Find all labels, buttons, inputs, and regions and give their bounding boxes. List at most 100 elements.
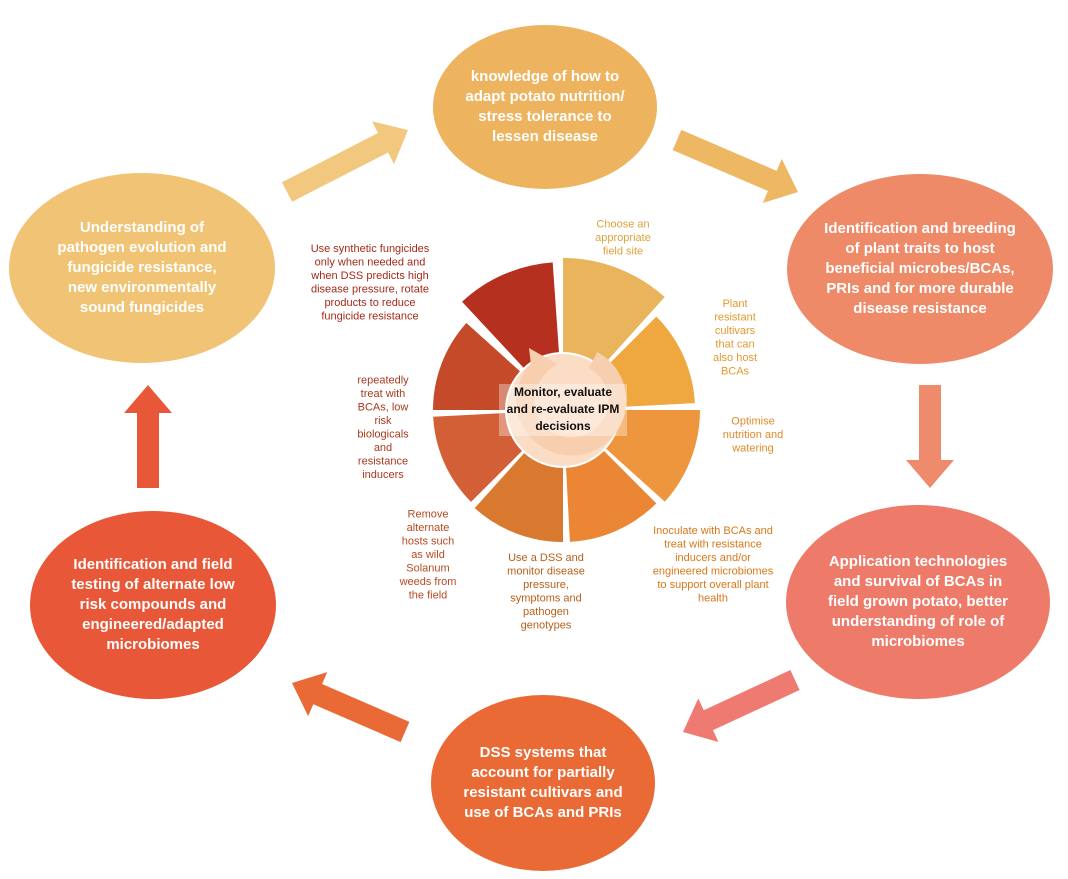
outer-node-label-line: Identification and breeding <box>824 220 1016 237</box>
outer-node-ellipse <box>787 174 1053 364</box>
outer-node-label-line: Understanding of <box>80 219 205 236</box>
outer-node-label-line: disease resistance <box>853 300 986 317</box>
outer-node-label-line: adapt potato nutrition/ <box>465 88 625 105</box>
wheel-segment-label-resistant-cultivars-line: resistant <box>714 312 756 324</box>
outer-node-label-line: Identification and field <box>73 556 232 573</box>
wheel-segment-label-remove-hosts-line: weeds from <box>399 576 457 588</box>
wheel-segment-remove-hosts <box>433 413 522 502</box>
wheel-segment-label-field-site-line: appropriate <box>595 232 651 244</box>
cycle-arrow <box>672 129 798 203</box>
outer-node-label-line: understanding of role of <box>832 613 1005 630</box>
wheel-segment-label-inoculate-bcas-line: to support overall plant <box>657 579 768 591</box>
wheel-segment-label-synthetic-fungicides-line: fungicide resistance <box>321 311 418 323</box>
wheel-segment-use-dss <box>474 453 563 542</box>
wheel-segment-label-repeat-bcas-line: resistance <box>358 456 408 468</box>
outer-node-label-line: DSS systems that <box>480 744 607 761</box>
outer-node-ellipse <box>431 695 655 871</box>
wheel-segment-label-remove-hosts-line: as wild <box>411 549 445 561</box>
wheel-segment-label-resistant-cultivars-line: also host <box>713 352 757 364</box>
outer-node-breeding: Identification and breeding of plant trai… <box>787 174 1053 364</box>
wheel-segment-label-inoculate-bcas-line: Inoculate with BCAs and <box>653 525 773 537</box>
outer-node-ellipse <box>786 505 1050 699</box>
center-label-line: and re-evaluate IPM <box>507 402 620 416</box>
wheel-segment-label-use-dss-line: genotypes <box>521 620 572 632</box>
wheel-segment-label-remove-hosts-line: the field <box>409 589 448 601</box>
outer-node-label-line: and survival of BCAs in <box>834 573 1002 590</box>
wheel-segment-label-use-dss-line: monitor disease <box>507 566 585 578</box>
outer-node-label-line: sound fungicides <box>80 299 204 316</box>
wheel-segment-repeat-bcas <box>433 323 520 410</box>
outer-node-label-line: risk compounds and <box>80 596 227 613</box>
wheel-segment-label-repeat-bcas-line: repeatedly <box>357 375 409 387</box>
wheel-segment-label-field-site-line: Choose an <box>596 218 649 230</box>
wheel-segment-label-resistant-cultivars-line: cultivars <box>715 325 756 337</box>
cycle-arrow <box>906 385 954 488</box>
wheel-segment-label-repeat-bcas-line: treat with <box>361 388 406 400</box>
wheel-segment-label-repeat-bcas-line: biologicals <box>357 429 409 441</box>
center-label-backing <box>499 384 627 436</box>
wheel-segment-label-synthetic-fungicides-line: products to reduce <box>324 297 415 309</box>
cycle-arrow <box>292 672 410 743</box>
wheel-segment-label-synthetic-fungicides-line: when DSS predicts high <box>310 270 428 282</box>
outer-node-label-line: fungicide resistance, <box>67 259 216 276</box>
wheel-segment-label-synthetic-fungicides-line: only when needed and <box>315 257 426 269</box>
wheel-segment-label-inoculate-bcas-line: treat with resistance <box>664 539 762 551</box>
wheel-segment-synthetic-fungicides <box>462 262 559 368</box>
wheel-segment-label-inoculate-bcas-line: health <box>698 593 728 605</box>
outer-node-label: Understanding of pathogen evolution and fu… <box>57 219 226 316</box>
wheel-segment-label-synthetic-fungicides-line: disease pressure, rotate <box>311 284 429 296</box>
wheel-segment-label-inoculate-bcas-line: engineered microbiomes <box>653 566 774 578</box>
wheel-segment-label-repeat-bcas-line: BCAs, low <box>358 402 409 414</box>
outer-node-label-line: testing of alternate low <box>71 576 235 593</box>
outer-node-label-line: use of BCAs and PRIs <box>464 804 622 821</box>
wheel-segment-label-field-site-line: field site <box>603 245 643 257</box>
wheel-segment-label-use-dss-line: Use a DSS and <box>508 552 584 564</box>
center-cycle-arrow <box>516 352 627 456</box>
outer-node-label-line: microbiomes <box>106 636 199 653</box>
inner-wheel <box>433 258 700 542</box>
center-label: Monitor, evaluate and re-evaluate IPM deci… <box>507 385 620 433</box>
cycle-arrows <box>124 121 954 743</box>
wheel-segment-label-resistant-cultivars-line: Plant <box>722 298 747 310</box>
wheel-segment-inoculate-bcas <box>566 451 657 542</box>
outer-node-label-line: pathogen evolution and <box>57 239 226 256</box>
outer-node-label-line: PRIs and for more durable <box>826 280 1014 297</box>
outer-node-label-line: field grown potato, better <box>828 593 1008 610</box>
center-label-line: Monitor, evaluate <box>514 385 612 399</box>
center-arrow-head <box>529 348 557 382</box>
wheel-segment-field-site <box>563 258 665 367</box>
wheel-segment-label-resistant-cultivars-line: that can <box>715 339 754 351</box>
outer-node-label: Identification and breeding of plant trai… <box>824 220 1016 317</box>
outer-node-label-line: knowledge of how to <box>471 68 619 85</box>
wheel-segment-label-remove-hosts-line: hosts such <box>402 535 455 547</box>
wheel-segment-label-use-dss-line: symptoms and <box>510 593 582 605</box>
wheel-segment-label-use-dss-line: pathogen <box>523 606 569 618</box>
outer-node-label-line: of plant traits to host <box>845 240 994 257</box>
wheel-segment-label-inoculate-bcas-line: inducers and/or <box>675 552 751 564</box>
outer-node-label: DSS systems that account for partially res… <box>463 744 622 821</box>
wheel-segment-label-repeat-bcas-line: risk <box>374 415 392 427</box>
outer-node-label-line: engineered/adapted <box>82 616 224 633</box>
outer-node-label-line: account for partially <box>471 764 615 781</box>
outer-node-label-line: microbiomes <box>871 633 964 650</box>
outer-node-label-line: resistant cultivars and <box>463 784 622 801</box>
cycle-arrow <box>281 121 408 202</box>
outer-node-dss-systems: DSS systems that account for partially res… <box>431 695 655 871</box>
wheel-segment-label-resistant-cultivars-line: BCAs <box>721 366 750 378</box>
cycle-arrow <box>683 670 800 742</box>
outer-node-nutrition: knowledge of how to adapt potato nutritio… <box>433 25 657 189</box>
outer-node-label-line: stress tolerance to <box>478 108 611 125</box>
outer-node-label: knowledge of how to adapt potato nutritio… <box>465 68 625 145</box>
wheel-segment-nutrition-watering <box>606 410 700 502</box>
center-label-line: decisions <box>535 419 591 433</box>
wheel-segment-label-remove-hosts-line: Solanum <box>406 562 449 574</box>
outer-node-ellipse <box>433 25 657 189</box>
wheel-segment-label-repeat-bcas-line: and <box>374 442 392 454</box>
wheel-segment-resistant-cultivars <box>604 316 695 407</box>
